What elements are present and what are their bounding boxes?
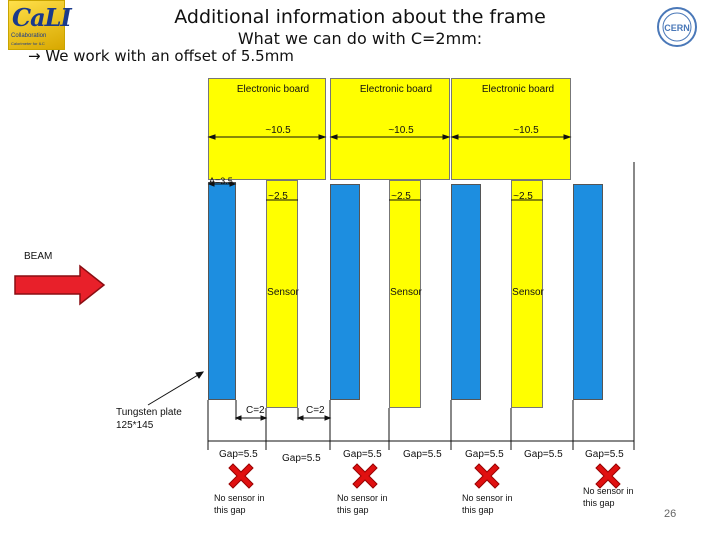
- board-dim-3: ~10.5: [513, 125, 539, 136]
- gap-label-2: Gap=5.5: [282, 453, 321, 464]
- tungsten-plate-3: [451, 184, 481, 400]
- beam-arrow-icon: [14, 264, 106, 306]
- board-label-2: Electronic board: [359, 84, 433, 95]
- gap-label-1: Gap=5.5: [219, 449, 258, 460]
- c-label-2: C=2: [306, 405, 325, 416]
- tungsten-label-line1: Tungsten plate: [116, 407, 182, 418]
- logo-left-line2: Calorimeter for ILC: [11, 41, 45, 46]
- tungsten-label-line2: 125*145: [116, 420, 154, 431]
- no-sensor-label-4a: No sensor in: [583, 486, 634, 496]
- calice-logo: CaLI Collaboration Calorimeter for ILC: [8, 0, 72, 50]
- inner-dim-2: ~2.5: [391, 191, 411, 202]
- inner-dim-1: ~2.5: [268, 191, 288, 202]
- logo-left-line1: Collaboration: [11, 33, 47, 39]
- board-label-3: Electronic board: [481, 84, 555, 95]
- no-sensor-cross-icon-2: [352, 463, 378, 489]
- slide-subtitle: What we can do with C=2mm:: [237, 29, 483, 48]
- sensor-column-3: [511, 180, 543, 408]
- page-number: 26: [664, 508, 677, 520]
- gap-label-7: Gap=5.5: [585, 449, 624, 460]
- slide-title: Additional information about the frame: [174, 6, 546, 28]
- gap-label-6: Gap=5.5: [524, 449, 563, 460]
- sensor-column-2: [389, 180, 421, 408]
- no-sensor-label-3a: No sensor in: [462, 493, 513, 503]
- inner-dim-3: ~2.5: [513, 191, 533, 202]
- no-sensor-label-1b: this gap: [214, 505, 246, 515]
- tungsten-plate-2: [330, 184, 360, 400]
- gap-label-3: Gap=5.5: [343, 449, 382, 460]
- electronic-board-1: [208, 78, 326, 180]
- no-sensor-label-3b: this gap: [462, 505, 494, 515]
- c-label-1: C=2: [246, 405, 265, 416]
- a-dimension-label: A=3.5: [209, 176, 233, 186]
- electronic-board-2: [330, 78, 450, 180]
- gap-label-5: Gap=5.5: [465, 449, 504, 460]
- cern-logo-text: CERN: [664, 23, 690, 33]
- board-label-1: Electronic board: [236, 84, 310, 95]
- no-sensor-label-2b: this gap: [337, 505, 369, 515]
- offset-note: → We work with an offset of 5.5mm: [28, 47, 294, 65]
- no-sensor-cross-icon-3: [474, 463, 500, 489]
- sensor-column-1: [266, 180, 298, 408]
- no-sensor-label-2a: No sensor in: [337, 493, 388, 503]
- no-sensor-label-1a: No sensor in: [214, 493, 265, 503]
- beam-label: BEAM: [24, 251, 53, 262]
- sensor-label-3: Sensor: [512, 287, 544, 298]
- sensor-label-2: Sensor: [390, 287, 422, 298]
- board-dim-1: ~10.5: [265, 125, 291, 136]
- sensor-label-1: Sensor: [267, 287, 299, 298]
- no-sensor-label-4b: this gap: [583, 498, 615, 508]
- tungsten-plate-4: [573, 184, 603, 400]
- electronic-board-3: [451, 78, 571, 180]
- gap-label-4: Gap=5.5: [403, 449, 442, 460]
- logo-left-text: CaLI: [12, 3, 72, 32]
- no-sensor-cross-icon-4: [595, 463, 621, 489]
- tungsten-plate-1: [208, 182, 236, 400]
- no-sensor-cross-icon-1: [228, 463, 254, 489]
- cern-logo: CERN: [657, 7, 697, 47]
- board-dim-2: ~10.5: [388, 125, 414, 136]
